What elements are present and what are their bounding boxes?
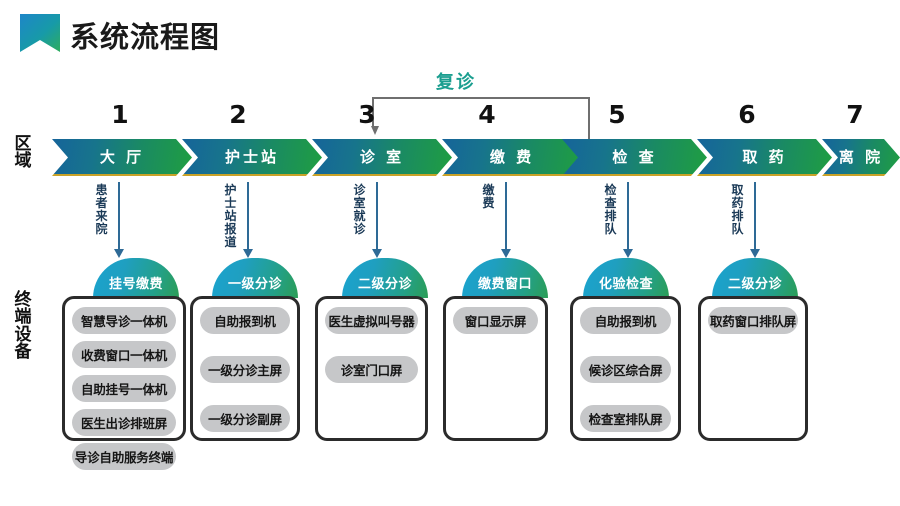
terminal-item[interactable]: 一级分诊副屏 <box>200 405 290 432</box>
terminal-item[interactable]: 自助报到机 <box>580 307 671 334</box>
stage-number-5: 5 <box>608 100 626 129</box>
terminal-item[interactable]: 收费窗口一体机 <box>72 341 176 368</box>
terminal-box-2: 自助报到机一级分诊主屏一级分诊副屏 <box>190 296 300 441</box>
terminal-item[interactable]: 诊室门口屏 <box>325 356 418 383</box>
terminal-box-6: 取药窗口排队屏 <box>698 296 808 441</box>
terminal-item[interactable]: 窗口显示屏 <box>453 307 538 334</box>
terminal-box-5: 自助报到机候诊区综合屏检查室排队屏 <box>570 296 681 441</box>
group-cap-4: 缴费窗口 <box>462 258 548 298</box>
terminal-item[interactable]: 取药窗口排队屏 <box>708 307 798 334</box>
stage-chevron-6[interactable]: 取 药 <box>697 139 832 176</box>
terminal-item[interactable]: 自助挂号一体机 <box>72 375 176 402</box>
flow-arrow-5-icon <box>623 182 633 258</box>
terminal-item[interactable]: 医生出诊排班屏 <box>72 409 176 436</box>
flow-arrow-1-icon <box>114 182 124 258</box>
group-cap-2: 一级分诊 <box>212 258 298 298</box>
revisit-label: 复诊 <box>436 72 476 93</box>
terminal-item[interactable]: 候诊区综合屏 <box>580 356 671 383</box>
page-title: 系统流程图 <box>70 20 221 54</box>
stage-chevron-7[interactable]: 离 院 <box>822 139 900 176</box>
flow-note-5: 检查排队 <box>604 183 617 236</box>
group-cap-6: 二级分诊 <box>712 258 798 298</box>
stage-number-4: 4 <box>478 100 496 129</box>
terminal-box-1: 智慧导诊一体机收费窗口一体机自助挂号一体机医生出诊排班屏导诊自助服务终端 <box>62 296 186 470</box>
terminal-item[interactable]: 导诊自助服务终端 <box>72 443 176 470</box>
flow-note-3: 诊室就诊 <box>353 183 366 236</box>
flow-note-4: 缴费 <box>482 183 495 210</box>
revisit-bracket-top <box>372 97 590 99</box>
terminal-item[interactable]: 医生虚拟叫号器 <box>325 307 418 334</box>
bookmark-ribbon-icon <box>20 14 60 52</box>
flow-note-6: 取药排队 <box>731 183 744 236</box>
stage-chevron-5[interactable]: 检 查 <box>562 139 707 176</box>
stage-number-3: 3 <box>358 100 376 129</box>
terminal-box-3: 医生虚拟叫号器诊室门口屏 <box>315 296 428 441</box>
stage-chevron-2[interactable]: 护士站 <box>182 139 322 176</box>
group-cap-5: 化验检查 <box>583 258 669 298</box>
stage-chevron-3[interactable]: 诊 室 <box>312 139 452 176</box>
flow-arrow-3-icon <box>372 182 382 258</box>
terminal-item[interactable]: 检查室排队屏 <box>580 405 671 432</box>
revisit-bracket-right <box>588 97 590 139</box>
flow-arrow-6-icon <box>750 182 760 258</box>
stage-chevron-1[interactable]: 大 厅 <box>52 139 192 176</box>
revisit-bracket-left <box>372 97 374 127</box>
stage-number-1: 1 <box>111 100 129 129</box>
stage-number-2: 2 <box>229 100 247 129</box>
flow-arrow-2-icon <box>243 182 253 258</box>
flow-arrow-4-icon <box>501 182 511 258</box>
flow-note-2: 护士站报道 <box>224 183 237 249</box>
group-cap-1: 挂号缴费 <box>93 258 179 298</box>
terminal-box-4: 窗口显示屏 <box>443 296 548 441</box>
terminal-item[interactable]: 智慧导诊一体机 <box>72 307 176 334</box>
terminal-item[interactable]: 自助报到机 <box>200 307 290 334</box>
row-label-area: 区域 <box>14 134 32 172</box>
stage-number-6: 6 <box>738 100 756 129</box>
row-label-terminal: 终端设备 <box>14 290 32 362</box>
stage-chevron-4[interactable]: 缴 费 <box>442 139 582 176</box>
terminal-item[interactable]: 一级分诊主屏 <box>200 356 290 383</box>
group-cap-3: 二级分诊 <box>342 258 428 298</box>
flow-note-1: 患者来院 <box>95 183 108 236</box>
stage-number-7: 7 <box>846 100 864 129</box>
revisit-arrow-icon <box>371 126 379 135</box>
